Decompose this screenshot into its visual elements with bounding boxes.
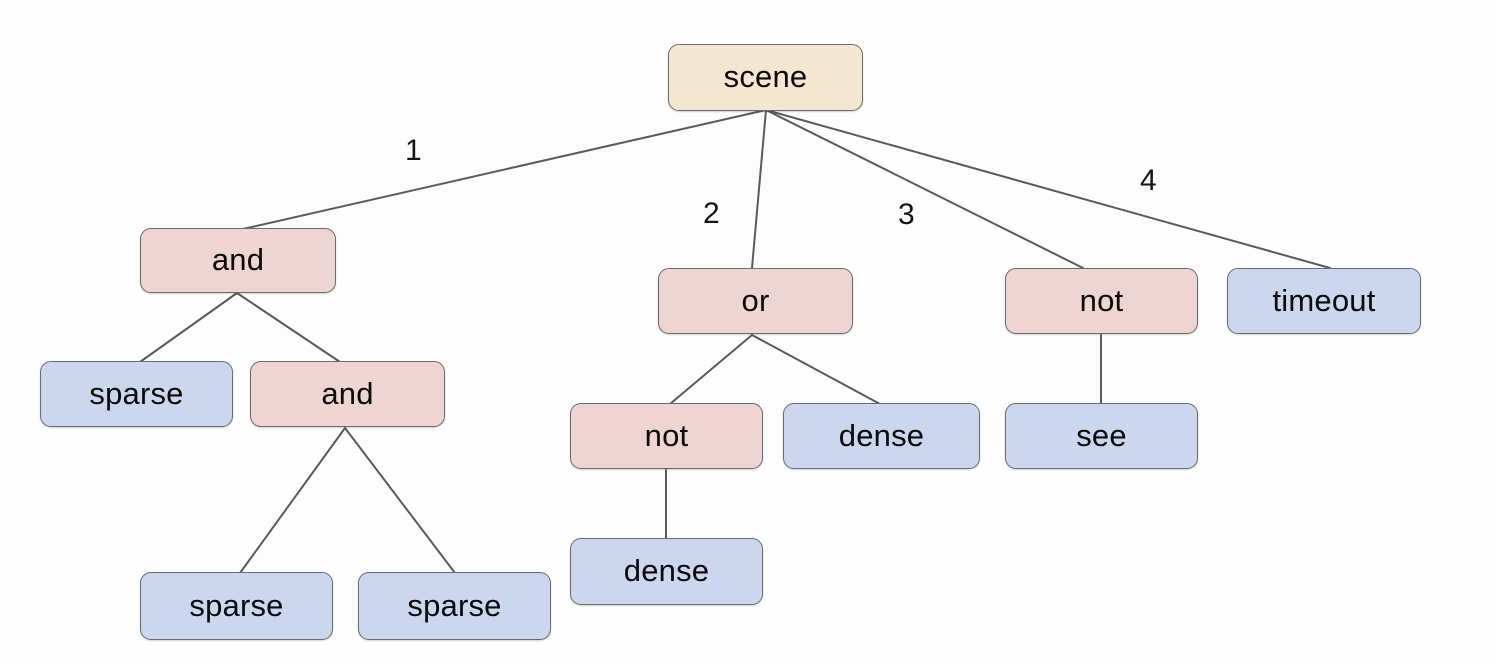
- tree-node-sparse1[interactable]: sparse: [40, 361, 233, 427]
- edge-index-label-1: 1: [405, 134, 422, 167]
- tree-node-timeout1[interactable]: timeout: [1227, 268, 1421, 334]
- tree-node-label: sparse: [407, 587, 502, 623]
- tree-edge-and2-to-sparse2: [239, 427, 346, 574]
- tree-edge-and2-to-sparse3: [344, 427, 456, 574]
- tree-node-or1[interactable]: or: [658, 268, 853, 334]
- tree-node-and2[interactable]: and: [250, 361, 445, 427]
- tree-edge-scene-to-timeout1: [765, 109, 1331, 269]
- edge-index-label-2: 2: [703, 197, 720, 230]
- tree-node-dense2[interactable]: dense: [570, 538, 763, 605]
- tree-node-see1[interactable]: see: [1005, 403, 1198, 469]
- tree-edge-or1-to-not2: [669, 334, 753, 405]
- tree-edge-and1-to-sparse1: [139, 292, 238, 363]
- tree-node-and1[interactable]: and: [140, 228, 336, 293]
- tree-node-label: or: [741, 282, 770, 318]
- edge-index-label-4: 4: [1140, 164, 1157, 197]
- tree-node-sparse3[interactable]: sparse: [358, 572, 551, 640]
- tree-node-label: and: [211, 242, 265, 277]
- tree-node-sparse2[interactable]: sparse: [140, 572, 333, 640]
- tree-edge-scene-to-or1: [751, 109, 767, 269]
- tree-edge-scene-to-and1: [242, 109, 767, 230]
- edge-index-label-3: 3: [898, 198, 915, 231]
- tree-node-not2[interactable]: not: [570, 403, 763, 469]
- tree-node-label: dense: [623, 553, 710, 588]
- tree-node-label: timeout: [1272, 282, 1376, 318]
- tree-edge-or1-to-dense1: [751, 334, 881, 405]
- tree-node-label: and: [321, 375, 374, 411]
- tree-node-label: not: [1079, 282, 1124, 318]
- tree-edge-and1-to-and2: [236, 292, 341, 363]
- tree-node-label: not: [644, 417, 689, 453]
- tree-node-label: sparse: [89, 375, 184, 411]
- tree-node-label: see: [1076, 417, 1127, 453]
- tree-node-label: sparse: [189, 587, 284, 623]
- tree-edge-scene-to-not1: [765, 109, 1084, 269]
- tree-node-label: dense: [838, 417, 925, 453]
- tree-node-not1[interactable]: not: [1005, 268, 1198, 334]
- tree-node-scene[interactable]: scene: [668, 44, 863, 111]
- tree-node-label: scene: [723, 59, 808, 94]
- tree-node-dense1[interactable]: dense: [783, 403, 980, 469]
